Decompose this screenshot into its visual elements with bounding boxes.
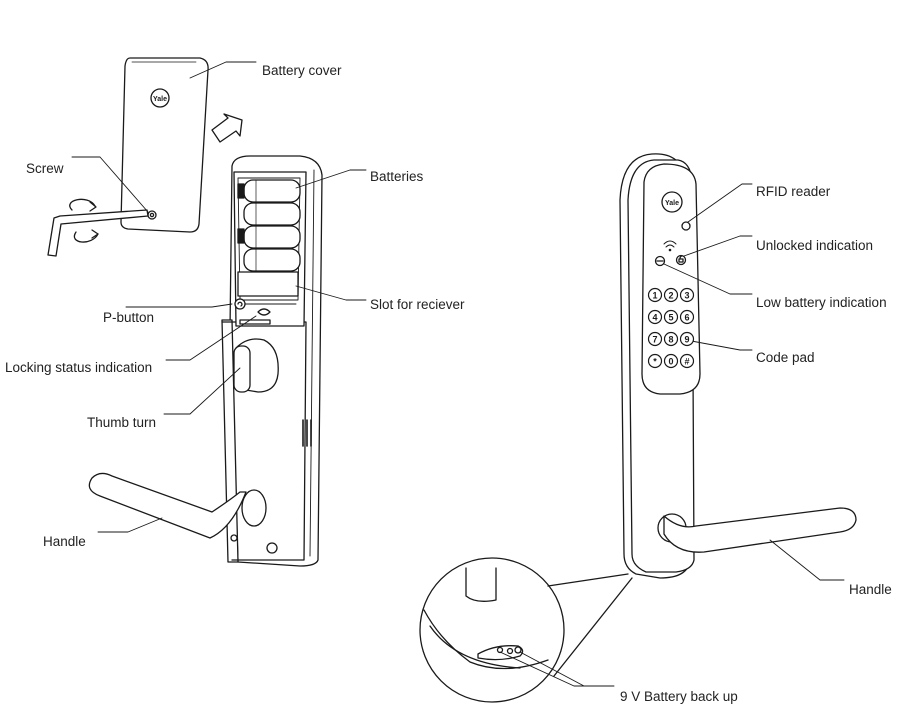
label-battery-backup: 9 V Battery back up [620, 689, 738, 704]
hex-key-icon [47, 198, 149, 257]
label-locking-status-indication: Locking status indication [5, 360, 153, 375]
wireless-icon [663, 240, 677, 252]
keypad-key-label: 1 [652, 291, 657, 301]
keypad-key-label: 0 [668, 357, 673, 367]
keypad-key [663, 287, 679, 303]
battery-cover: Yale [120, 57, 209, 233]
keypad-key [663, 309, 679, 325]
label-handle-right: Handle [849, 582, 892, 597]
thumb-turn [233, 338, 279, 393]
label-batteries: Batteries [370, 169, 424, 184]
keypad-keys: 1 2 3 4 5 6 7 8 9 * 0 # [647, 287, 695, 369]
batteries [237, 179, 301, 272]
keypad-key [663, 353, 679, 369]
keypad-key-label: 9 [684, 335, 689, 345]
rfid-reader-icon [681, 221, 691, 231]
handle-right [663, 507, 857, 553]
keypad-key [647, 331, 663, 347]
keypad-key-label: 4 [652, 313, 657, 323]
label-rfid-reader: RFID reader [756, 184, 831, 199]
label-thumb-turn: Thumb turn [87, 415, 157, 430]
keypad-key [647, 287, 663, 303]
keypad-key-label: # [684, 357, 689, 367]
keypad-key-label: 5 [668, 313, 673, 323]
p-button [234, 298, 246, 310]
keypad-key [679, 353, 695, 369]
label-unlocked-indication: Unlocked indication [756, 238, 874, 253]
handle-left [88, 472, 247, 539]
cover-logo: Yale [153, 96, 167, 103]
label-handle-left: Handle [43, 534, 86, 549]
keypad-key-label: 8 [668, 335, 673, 345]
receiver-slot [237, 271, 299, 297]
keypad-key [679, 287, 695, 303]
keypad-key-label: 2 [668, 291, 673, 301]
keypad-key [679, 331, 695, 347]
keypad-key-label: * [653, 357, 657, 367]
keypad-key-label: 6 [684, 313, 689, 323]
panel-logo: Yale [665, 200, 679, 207]
keypad-key [647, 353, 663, 369]
label-low-battery-indication: Low battery indication [756, 295, 887, 310]
keypad-key [647, 309, 663, 325]
label-p-button: P-button [103, 310, 155, 325]
keypad-key [679, 309, 695, 325]
label-battery-cover: Battery cover [262, 63, 342, 78]
label-slot-for-receiver: Slot for reciever [370, 297, 465, 312]
cover-direction-arrow-icon [211, 113, 243, 143]
label-screw: Screw [26, 161, 64, 176]
keypad-key-label: 7 [652, 335, 657, 345]
leader-lines [71, 61, 845, 687]
keypad-key [663, 331, 679, 347]
label-code-pad: Code pad [756, 350, 815, 365]
battery-backup-zoom [419, 557, 633, 703]
keypad-key-label: 3 [684, 291, 689, 301]
cover-screw-hole [147, 210, 157, 220]
